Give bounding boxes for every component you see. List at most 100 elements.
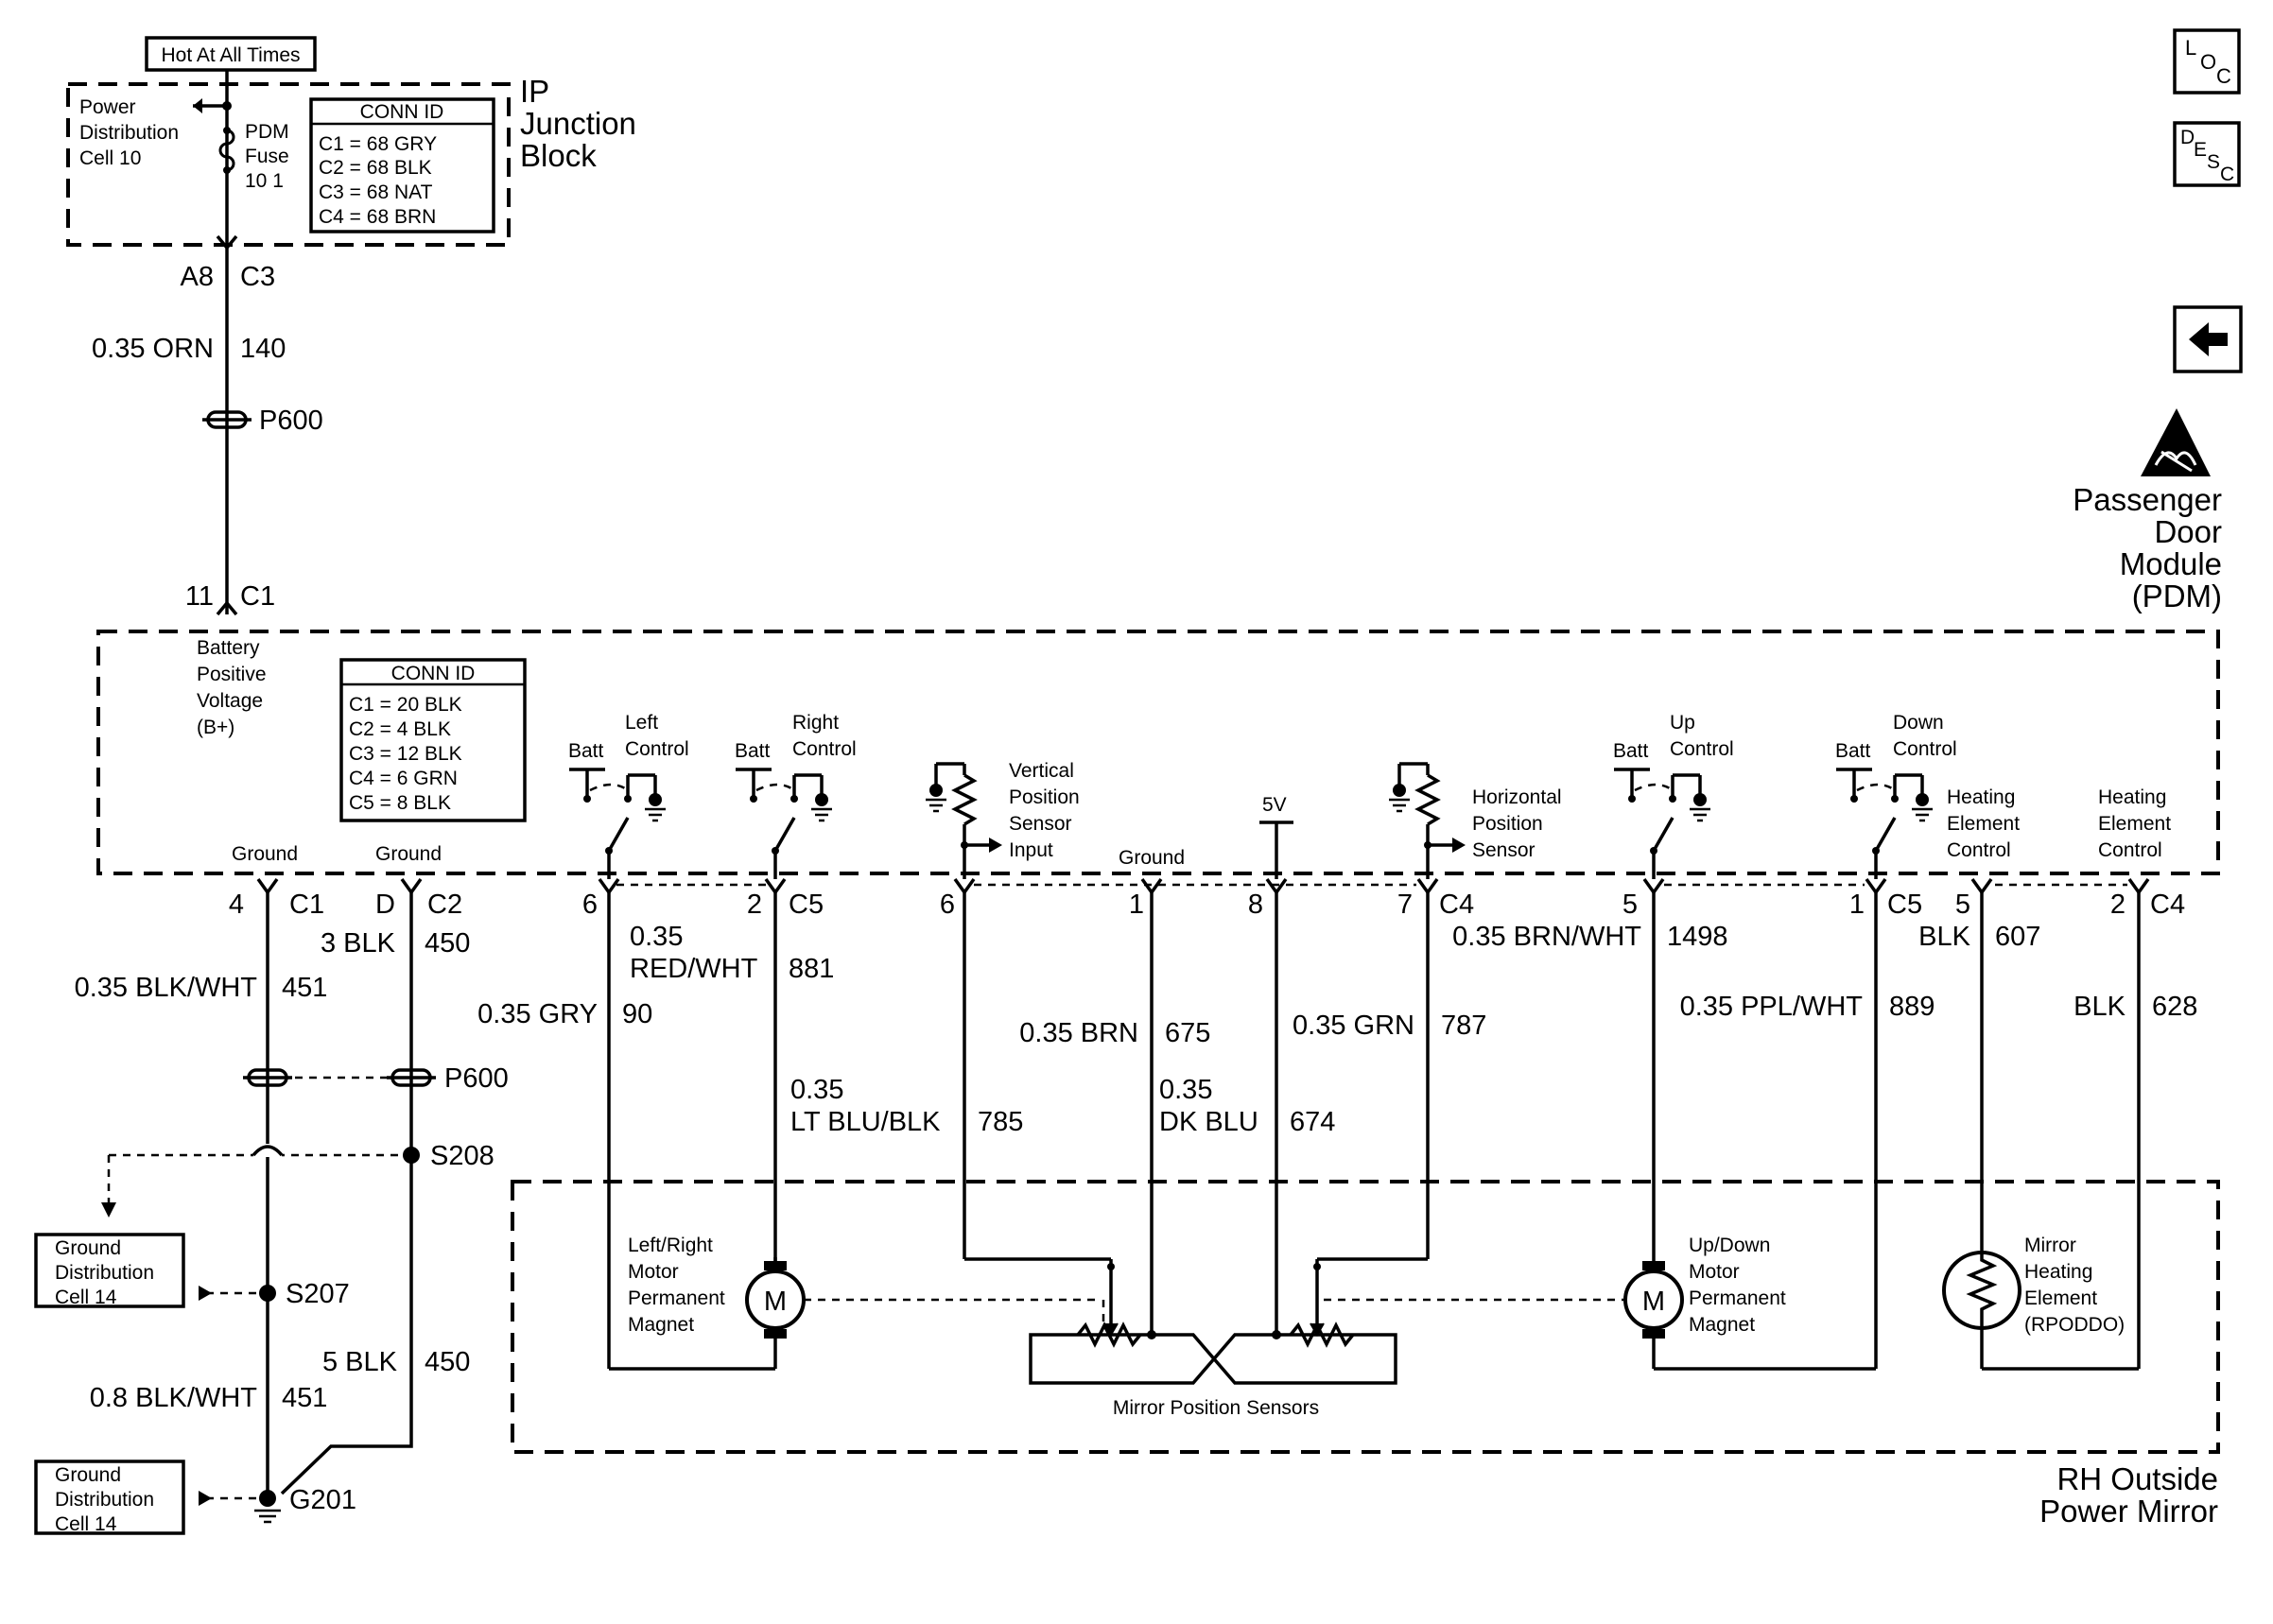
svg-text:Batt: Batt: [735, 740, 771, 762]
mirror-position-sensors: Mirror Position Sensors: [1029, 1263, 1397, 1419]
rh-outside-power-mirror-outline: [511, 1180, 2220, 1454]
svg-text:Left/Right: Left/Right: [628, 1235, 713, 1256]
svg-text:S208: S208: [430, 1141, 495, 1171]
svg-text:Control: Control: [625, 738, 689, 760]
desc-button[interactable]: D E S C: [2173, 121, 2241, 187]
svg-text:C: C: [2220, 164, 2234, 185]
pdm-pin-labels: 4 C1 D C2 6 2 C5 6 1 8 7 C4 5 1 C5 5 2 C…: [229, 890, 2185, 920]
svg-text:Distribution: Distribution: [55, 1489, 154, 1511]
svg-text:8: 8: [1248, 890, 1263, 920]
svg-text:Junction: Junction: [520, 106, 636, 141]
five-volt-reference: 5V: [1259, 794, 1293, 879]
svg-text:7: 7: [1397, 890, 1413, 920]
svg-text:C2 = 4 BLK: C2 = 4 BLK: [349, 718, 451, 740]
svg-text:Ground: Ground: [1119, 847, 1185, 869]
svg-text:E: E: [2194, 139, 2207, 161]
svg-text:Heating: Heating: [2098, 786, 2166, 808]
svg-text:Magnet: Magnet: [1689, 1314, 1755, 1336]
svg-text:M: M: [1642, 1287, 1665, 1317]
svg-text:607: 607: [1995, 922, 2040, 952]
svg-text:785: 785: [978, 1107, 1023, 1137]
p600-connector-bottom: [243, 1068, 436, 1087]
svg-text:C3 = 68 NAT: C3 = 68 NAT: [319, 181, 433, 203]
svg-text:Fuse: Fuse: [245, 146, 289, 167]
svg-text:Door: Door: [2154, 514, 2222, 549]
svg-text:Element: Element: [2024, 1287, 2097, 1309]
svg-text:2: 2: [2110, 890, 2126, 920]
svg-text:Power Mirror: Power Mirror: [2039, 1494, 2218, 1529]
svg-text:C5: C5: [1887, 890, 1922, 920]
svg-text:D: D: [375, 890, 395, 920]
svg-text:Distribution: Distribution: [79, 122, 179, 144]
ground-distribution-cell-14-b[interactable]: [34, 1460, 185, 1535]
pdm-module-outline: [96, 630, 2220, 875]
p600-connector-top: [202, 410, 252, 429]
mirror-heating-element: Mirror Heating Element (RPODDO): [1942, 1235, 2139, 1371]
left-right-motor: M Left/Right Motor Permanent Magnet: [609, 1235, 1105, 1371]
svg-text:C: C: [2216, 64, 2231, 88]
svg-text:2: 2: [747, 890, 762, 920]
svg-text:Module: Module: [2120, 546, 2222, 581]
ground-distribution-cell-14-a[interactable]: [34, 1233, 185, 1308]
svg-text:6: 6: [582, 890, 598, 920]
svg-text:C1: C1: [289, 890, 324, 920]
svg-text:C1 = 20 BLK: C1 = 20 BLK: [349, 694, 462, 716]
svg-text:A8: A8: [181, 262, 214, 292]
svg-text:IP: IP: [520, 74, 549, 109]
svg-text:C3 = 12 BLK: C3 = 12 BLK: [349, 743, 462, 765]
svg-text:G201: G201: [289, 1485, 356, 1515]
svg-text:5V: 5V: [1262, 794, 1287, 816]
pdm-conn-id-table: [339, 658, 527, 822]
svg-text:Motor: Motor: [1689, 1261, 1740, 1283]
svg-text:451: 451: [282, 1383, 327, 1413]
back-button[interactable]: [2173, 305, 2243, 373]
ip-junction-block-outline: [66, 82, 511, 247]
ip-junction-block-title: IP Junction Block: [520, 74, 636, 173]
hot-at-all-times-box: [145, 36, 317, 72]
svg-text:Power: Power: [79, 96, 136, 118]
horizontal-position-sensor: Horizontal Position Sensor: [1389, 762, 1562, 879]
svg-text:Ground: Ground: [55, 1237, 121, 1259]
svg-text:451: 451: [282, 973, 327, 1003]
svg-text:C3: C3: [240, 262, 275, 292]
svg-text:C2: C2: [427, 890, 462, 920]
svg-text:Ground: Ground: [55, 1464, 121, 1486]
svg-text:1498: 1498: [1667, 922, 1728, 952]
svg-text:Mirror: Mirror: [2024, 1235, 2076, 1256]
svg-text:Permanent: Permanent: [628, 1287, 725, 1309]
svg-text:Vertical: Vertical: [1009, 760, 1074, 782]
svg-text:Permanent: Permanent: [1689, 1287, 1786, 1309]
ground-g201: [199, 1490, 281, 1524]
svg-text:140: 140: [240, 334, 286, 364]
svg-text:Right: Right: [792, 712, 839, 734]
battery-positive-voltage-label: Battery Positive Voltage (B+): [197, 637, 267, 738]
vertical-position-sensor-input: Vertical Position Sensor Input: [926, 760, 1080, 879]
svg-text:90: 90: [622, 999, 652, 1029]
svg-text:450: 450: [425, 928, 470, 959]
up-control-switch: Batt Up Control: [1613, 712, 1734, 879]
svg-text:Element: Element: [1947, 813, 2020, 835]
svg-text:Up/Down: Up/Down: [1689, 1235, 1770, 1256]
svg-text:RH Outside: RH Outside: [2056, 1461, 2218, 1496]
loc-button[interactable]: L O C: [2173, 28, 2241, 95]
svg-text:0.8 BLK/WHT: 0.8 BLK/WHT: [90, 1383, 258, 1413]
svg-text:Voltage: Voltage: [197, 690, 263, 712]
svg-text:P600: P600: [259, 406, 323, 436]
svg-text:C4: C4: [1439, 890, 1474, 920]
svg-text:L: L: [2185, 36, 2196, 60]
left-control-switch: Batt Left Control: [568, 712, 689, 879]
svg-text:C4: C4: [2150, 890, 2185, 920]
svg-text:BLK: BLK: [2073, 992, 2126, 1022]
svg-text:Ground: Ground: [375, 843, 442, 865]
power-distribution-cell-label: Power Distribution Cell 10: [79, 96, 179, 169]
svg-text:Horizontal: Horizontal: [1472, 786, 1562, 808]
svg-text:(RPODDO): (RPODDO): [2024, 1314, 2125, 1336]
svg-text:S: S: [2207, 151, 2220, 173]
esd-warning-icon: [2141, 408, 2211, 476]
svg-text:0.35 PPL/WHT: 0.35 PPL/WHT: [1680, 992, 1864, 1022]
wire-labels: 0.35 GRY 90 0.35 RED/WHT 881 0.35 LT BLU…: [477, 922, 2197, 1137]
svg-text:0.35 BLK/WHT: 0.35 BLK/WHT: [75, 973, 258, 1003]
svg-text:5 BLK: 5 BLK: [322, 1347, 398, 1377]
heating-element-control-2: Heating Element Control: [2098, 786, 2171, 861]
svg-text:450: 450: [425, 1347, 470, 1377]
